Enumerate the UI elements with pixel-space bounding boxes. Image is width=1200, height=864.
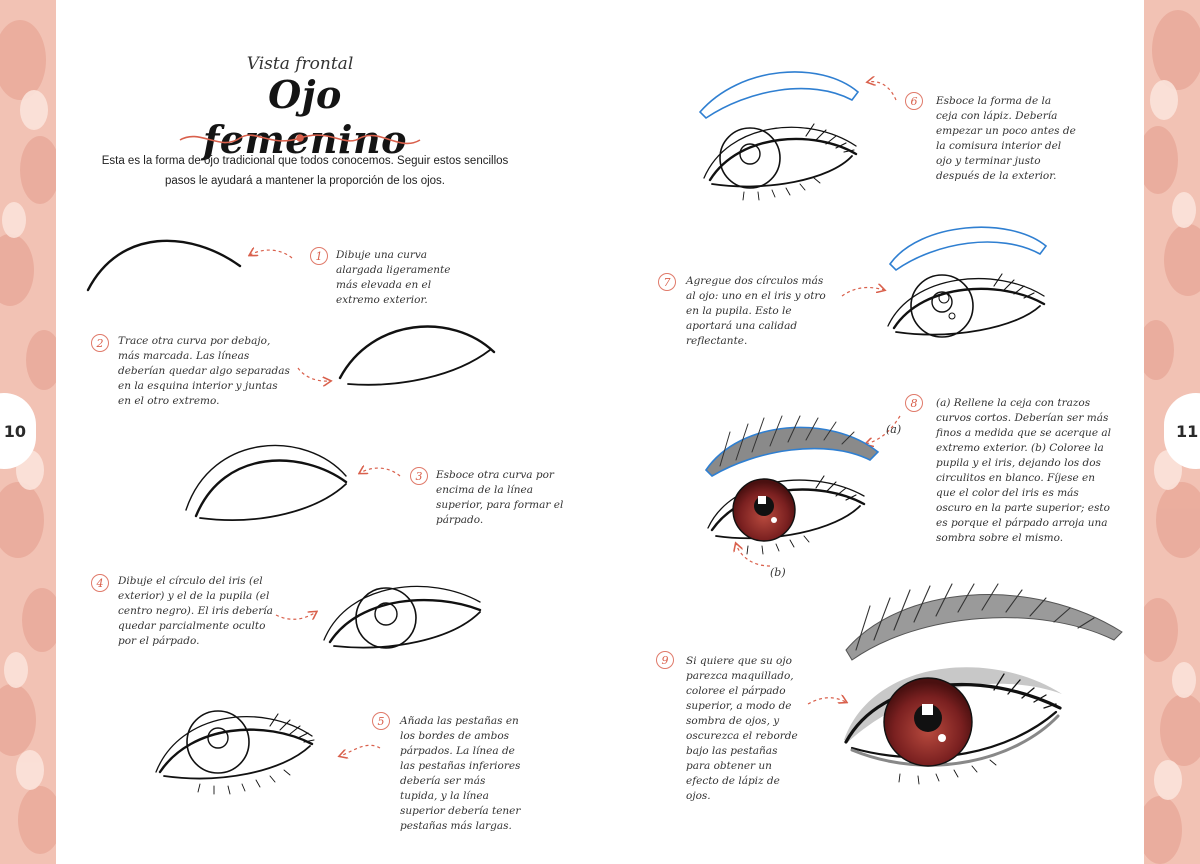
step-9-number: 9 — [656, 651, 674, 669]
step-1-drawing — [86, 239, 242, 292]
step-6-drawing — [698, 71, 860, 201]
guide-arrows — [250, 82, 901, 756]
title-ornament — [179, 134, 421, 145]
step-4-number: 4 — [91, 574, 109, 592]
step-3-text: Esboce otra curva por encima de la línea… — [436, 469, 564, 526]
left-face-pattern — [0, 20, 56, 854]
step-8-number: 8 — [905, 394, 923, 412]
step-1-number: 1 — [310, 247, 328, 265]
step-2-drawing — [338, 325, 496, 386]
intro-paragraph: Esta es la forma de ojo tradicional que … — [101, 155, 509, 187]
step-7-number: 7 — [658, 273, 676, 291]
step-4-text: Dibuje el círculo del iris (el exterior)… — [118, 575, 273, 647]
step-1-text: Dibuje una curva alargada ligeramente má… — [336, 249, 451, 306]
step-6-text: Esboce la forma de la ceja con lápiz. De… — [936, 95, 1076, 182]
label-a: (a) — [886, 423, 902, 436]
step-5-text: Añada las pestañas en los bordes de ambo… — [400, 715, 521, 832]
step-5-drawing — [155, 710, 315, 795]
step-7-drawing — [887, 226, 1048, 338]
step-8-drawing — [704, 415, 880, 555]
step-9-text: Si quiere que su ojo parezca maquillado,… — [686, 655, 798, 802]
right-decorative-border: 11 — [1144, 0, 1200, 864]
step-4-drawing — [323, 585, 482, 649]
step-2-text: Trace otra curva por debajo, más marcada… — [118, 335, 290, 407]
step-3-drawing — [185, 444, 348, 521]
label-b: (b) — [770, 566, 786, 579]
step-8-text: (a) Rellene la ceja con trazos curvos co… — [936, 397, 1111, 544]
step-5-number: 5 — [372, 712, 390, 730]
step-7-text: Agregue dos círculos más al ojo: uno en … — [686, 275, 826, 347]
step-2-number: 2 — [91, 334, 109, 352]
left-decorative-border: 10 — [0, 0, 56, 864]
step-9-drawing — [844, 583, 1123, 785]
right-face-pattern — [1144, 10, 1200, 864]
step-3-number: 3 — [410, 467, 428, 485]
right-page-number: 11 — [1164, 393, 1200, 469]
step-6-number: 6 — [905, 92, 923, 110]
page-subtitle: Vista frontal — [246, 54, 354, 74]
